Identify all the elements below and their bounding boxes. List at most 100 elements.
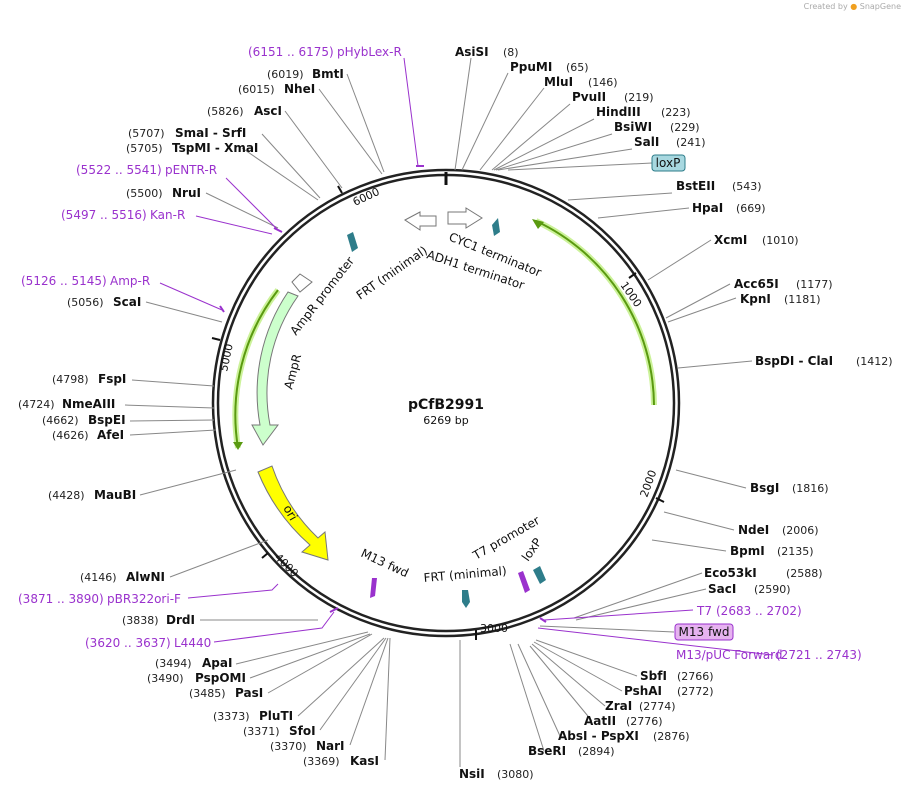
primer-mark-ampr bbox=[219, 305, 225, 313]
leader-acc65i bbox=[665, 283, 731, 319]
leader-bmti bbox=[346, 73, 385, 173]
enzyme-pos-hindiii: (223) bbox=[661, 106, 691, 119]
enzyme-name-xcmi: XcmI bbox=[714, 233, 747, 247]
feature-label-ampr: AmpR bbox=[281, 353, 304, 391]
leader-nmeaiii bbox=[124, 404, 215, 409]
enzyme-pos-bspei: (4662) bbox=[42, 414, 79, 427]
enzyme-pos-scai: (5056) bbox=[67, 296, 104, 309]
enzyme-name-maubi: MauBI bbox=[94, 488, 136, 502]
leader-bsiwi bbox=[495, 133, 613, 171]
leader-sali bbox=[497, 148, 633, 171]
loxp-marker-top bbox=[492, 218, 500, 236]
leader-tspmi bbox=[241, 147, 319, 201]
enzyme-pos-nmeaiii: (4724) bbox=[18, 398, 55, 411]
feature-label-ori: ori bbox=[280, 503, 300, 524]
tick-mark-2000 bbox=[655, 497, 665, 503]
leader-asci bbox=[284, 110, 343, 189]
leader-aatii bbox=[529, 645, 593, 722]
leader-afei bbox=[129, 429, 217, 436]
enzyme-name-aatii: AatII bbox=[584, 714, 616, 728]
primer-name-pentr: pENTR-R bbox=[165, 163, 217, 177]
ori-arrow bbox=[257, 465, 329, 561]
primer-range-l4440: (3620 .. 3637) bbox=[85, 636, 171, 650]
green-feature-arc-left bbox=[234, 289, 279, 449]
leader-pluti bbox=[297, 637, 385, 717]
enzyme-name-pasi: PasI bbox=[235, 686, 263, 700]
enzyme-leaders bbox=[124, 57, 753, 767]
enzyme-pos-sbfi: (2766) bbox=[677, 670, 714, 683]
enzyme-name-bmti: BmtI bbox=[312, 67, 344, 81]
enzyme-pos-tspmi: (5705) bbox=[126, 142, 163, 155]
leader-nari bbox=[349, 637, 389, 746]
leader-m13fwd-box bbox=[539, 625, 675, 633]
leader-ndei bbox=[663, 511, 735, 531]
leader-bspei bbox=[129, 419, 215, 422]
enzyme-pos-maubi: (4428) bbox=[48, 489, 85, 502]
m13-fwd-marker bbox=[370, 578, 377, 598]
enzyme-pos-ppumi: (65) bbox=[566, 61, 589, 74]
enzyme-name-fspi: FspI bbox=[98, 372, 126, 386]
enzyme-pos-kpni: (1181) bbox=[784, 293, 821, 306]
primer-labels: (6151 .. 6175) pHybLex-R (5522 .. 5541) … bbox=[18, 45, 862, 662]
primer-mark-l4440 bbox=[329, 607, 339, 613]
enzyme-name-bpmi: BpmI bbox=[730, 544, 765, 558]
enzyme-name-hpai: HpaI bbox=[692, 201, 723, 215]
tick-mark-5000 bbox=[211, 337, 221, 341]
leader-bseri bbox=[509, 643, 545, 752]
primer-name-l4440: L4440 bbox=[174, 636, 211, 650]
leader-maubi bbox=[139, 469, 237, 496]
loxp-marker-bottom bbox=[533, 566, 546, 584]
tick-mark-6000 bbox=[337, 185, 343, 194]
snapgene-logo-icon: ● bbox=[850, 2, 858, 11]
leader-scai bbox=[145, 301, 223, 323]
leader-fspi bbox=[131, 379, 215, 387]
enzyme-pos-pvuii: (219) bbox=[624, 91, 654, 104]
enzyme-pos-bpmi: (2135) bbox=[777, 545, 814, 558]
enzyme-pos-bsiwi: (229) bbox=[670, 121, 700, 134]
primer-leader-pbr322 bbox=[187, 583, 279, 599]
frt-marker-bottom bbox=[462, 590, 470, 608]
leader-zrai bbox=[531, 643, 606, 707]
enzyme-pos-aatii: (2776) bbox=[626, 715, 663, 728]
enzyme-pos-saci: (2590) bbox=[754, 583, 791, 596]
primer-range-phyblex: (6151 .. 6175) bbox=[248, 45, 334, 59]
enzyme-labels: AsiSI (8) PpuMI (65) MluI (146) PvuII (2… bbox=[18, 45, 893, 781]
enzyme-name-tspmi: TspMI - XmaI bbox=[172, 141, 258, 155]
leader-pshai bbox=[533, 641, 623, 692]
primer-name-ampr: Amp-R bbox=[110, 274, 150, 288]
enzyme-name-pshai: PshAI bbox=[624, 684, 662, 698]
enzyme-name-pluti: PluTI bbox=[259, 709, 293, 723]
primer-range-m13puc: (2721 .. 2743) bbox=[776, 648, 862, 662]
primer-name-t7: T7 bbox=[696, 604, 712, 618]
enzyme-name-bspei: BspEI bbox=[88, 413, 126, 427]
adh1-terminator-arrow bbox=[404, 211, 437, 231]
enzyme-name-smai: SmaI - SrfI bbox=[175, 126, 246, 140]
enzyme-name-ndei: NdeI bbox=[738, 523, 769, 537]
frt-marker-top bbox=[347, 232, 358, 252]
enzyme-pos-xcmi: (1010) bbox=[762, 234, 799, 247]
primer-leader-kanr bbox=[195, 215, 273, 235]
primer-leader-t7 bbox=[543, 609, 694, 621]
primer-mark-t7 bbox=[539, 617, 547, 623]
loxp-box-frame bbox=[651, 154, 686, 172]
enzyme-name-pvuii: PvuII bbox=[572, 90, 606, 104]
primer-leader-pentr bbox=[225, 177, 279, 231]
m13-fwd-box: M13 fwd bbox=[674, 623, 734, 641]
enzyme-pos-pspomi: (3490) bbox=[147, 672, 184, 685]
enzyme-name-sali: SalI bbox=[634, 135, 659, 149]
t7-promoter-marker bbox=[518, 571, 530, 593]
enzyme-name-pspomi: PspOMI bbox=[195, 671, 246, 685]
leader-eco53ki bbox=[573, 572, 703, 619]
leader-apai bbox=[235, 631, 369, 665]
leader-sbfi bbox=[535, 639, 638, 677]
m13-fwd-box-frame bbox=[674, 623, 734, 641]
leader-pvuii bbox=[491, 103, 571, 171]
primer-range-kanr: (5497 .. 5516) bbox=[61, 208, 147, 222]
enzyme-pos-nari: (3370) bbox=[270, 740, 307, 753]
enzyme-name-bsteii: BstEII bbox=[676, 179, 715, 193]
leader-bpmi bbox=[651, 539, 727, 552]
leader-asisi bbox=[454, 57, 472, 171]
enzyme-name-asisi: AsiSI bbox=[455, 45, 489, 59]
enzyme-pos-ndei: (2006) bbox=[782, 524, 819, 537]
